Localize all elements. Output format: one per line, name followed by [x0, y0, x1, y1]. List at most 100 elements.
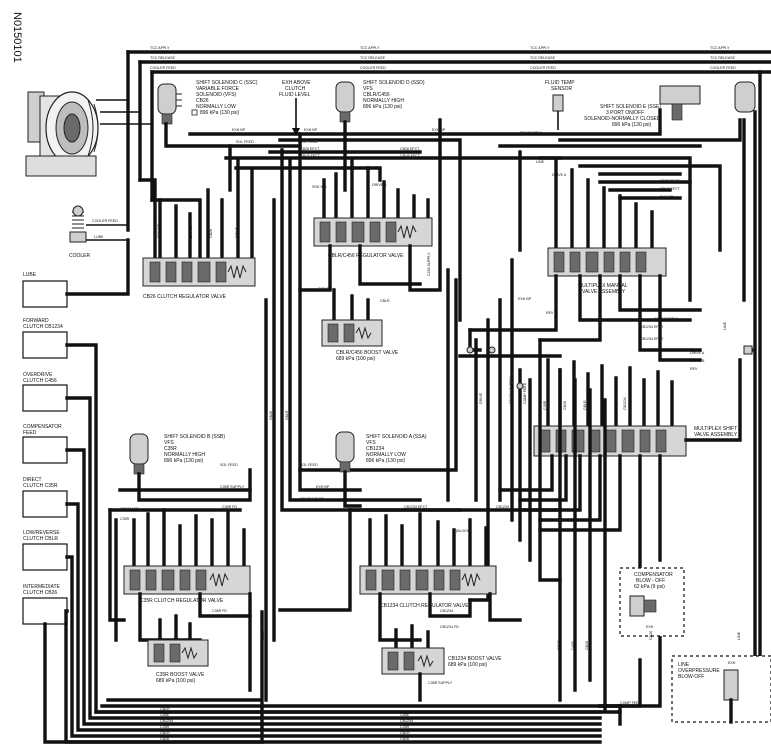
fluid-temp-sensor: FLUID TEMP SENSOR [545, 80, 575, 130]
line-blowoff-exh: EXH [728, 661, 736, 665]
bus-comp-feed: COMP FEED [620, 701, 642, 705]
cblr-drive-b: DRIVE B [372, 183, 387, 187]
cooler-feed-label-4: COOLER FEED [710, 66, 736, 70]
line-overpressure-blowoff: LINE OVERPRESSURE BLOW-OFF EXH [671, 655, 771, 724]
solenoid-b-label-5: 896 kPa (130 psi) [164, 458, 204, 464]
lube-small-label: LUBE [94, 235, 104, 239]
solenoid-a-label-1: SHIFT SOLENOID A (SSA) [366, 434, 427, 440]
manual-valve-label-1: MULTIPLEX MANUAL [578, 283, 628, 289]
label-cb1234-fd-2: CB1234 FD [440, 625, 459, 629]
cb1234-boost-label-1: CB1234 BOOST VALVE [448, 656, 502, 662]
cb1234-boost-valve: CB1234 BOOST VALVE 689 kPa (100 psi) [381, 624, 502, 702]
lube-box-label: LUBE [23, 272, 37, 278]
label-exh-bp-1: EXH BP [232, 128, 246, 132]
exh-above-clutch: EXH ABOVE CLUTCH FLUID LEVEL [279, 80, 311, 136]
cb1234-block: (BLOCK) [456, 529, 471, 533]
solenoid-a-label-3: CB1234 [366, 446, 384, 452]
label-cb1234-v: CB1234 [623, 397, 627, 410]
solenoid-a-sol-feed: SOL FEED [300, 463, 318, 467]
forward-clutch-label-1: FORWARD [23, 318, 49, 324]
torque-converter-illustration [25, 91, 152, 177]
label-cb1234-supply: CB1234 SUPPLY [509, 375, 513, 404]
cb26-regulator-label: CB26 CLUTCH REGULATOR VALVE [143, 294, 227, 300]
label-exh-bp-4: EXH BP [660, 195, 674, 199]
solenoid-b-label-1: SHIFT SOLENOID B (SSB) [164, 434, 225, 440]
cb1234-regulator-label: CB1234 CLUTCH REGULATOR VALVE [380, 603, 469, 609]
label-cblr-efct-2: CBLR EFCT [400, 154, 421, 158]
label-cblr-efct-3: CBLR EFCT [660, 187, 681, 191]
top-lines: TCC APPLY TCC RELEASE COOLER FEED TCC AP… [126, 46, 771, 232]
solenoid-d-label-4: NORMALLY HIGH [363, 98, 404, 104]
compensator-label-1: COMPENSATOR [634, 572, 673, 578]
intermediate-clutch-box: INTERMEDIATE CLUTCH CB26 [22, 584, 68, 625]
low-reverse-clutch-label-2: CLUTCH CBLR [23, 536, 58, 542]
line-blowoff-label-2: OVERPRESSURE [678, 668, 720, 674]
cooler-label: COOLER [69, 253, 91, 259]
cblr-boost-cblr: CBLR [380, 299, 390, 303]
compensator-feed-label-2: FEED [23, 430, 37, 436]
low-reverse-clutch-label-1: LOW/REVERSE [23, 530, 60, 536]
tcc-release-label-2: TCC RELEASE [360, 56, 386, 60]
mid-labels: EXH BP SOL FEED EXH BP EXH BP SOL FEED C… [120, 128, 741, 685]
label-cb1234-efct-2: CB1234 EFCT [640, 325, 664, 329]
clutch-boxes: LUBE FORWARD CLUTCH CB1234 OVERDRIVE CLU… [22, 272, 68, 625]
cooler-feed-label-2: COOLER FEED [360, 66, 386, 70]
label-line-v2: LINE [723, 321, 727, 330]
exh-above-label-2: CLUTCH [285, 86, 306, 92]
label-cb26-v2: CB26 [269, 411, 273, 420]
upper-manifold [138, 70, 762, 702]
bus-cblr: CBLR [160, 707, 170, 711]
solenoid-c-label-3: SOLENOID (VFS) [196, 92, 237, 98]
compensator-label-2: BLOW - OFF [636, 578, 665, 584]
tcc-release-label-3: TCC RELEASE [530, 56, 556, 60]
compensator-blowoff: COMPENSATOR BLOW - OFF 62 kPa (9 psi) EX… [619, 567, 685, 637]
manual-exh-bp: EXH BP [518, 297, 532, 301]
shift-valve-label-1: MULTIPLEX SHIFT [694, 426, 737, 432]
label-c35r-fd-2: C35R FD [212, 609, 227, 613]
direct-clutch-label-1: DIRECT [23, 477, 42, 483]
fluid-temp-label-2: SENSOR [551, 86, 573, 92]
tcc-release-label-1: TCC RELEASE [150, 56, 176, 60]
bus-cb26: CB26 [160, 737, 169, 741]
label-sol-feed-1: SOL FEED [236, 140, 254, 144]
cooler-feed-label-3: COOLER FEED [530, 66, 556, 70]
cblr-ssd-sig: SSD SIG [312, 185, 327, 189]
label-drive-b-2: DRIVE B [690, 359, 705, 363]
compensator-label-3: 62 kPa (9 psi) [634, 584, 665, 590]
exh-above-label-3: FLUID LEVEL [279, 92, 311, 98]
label-c35r-v: C35R [543, 400, 547, 410]
cblr-boost-ssd-sig: SSD SIG [318, 287, 333, 291]
manual-rev-supply: REV/SUPPLY [520, 131, 543, 135]
bus-c456-2: C456 [400, 713, 409, 717]
fluid-temp-label-1: FLUID TEMP [545, 80, 575, 86]
bus-cb26-2: CB26 [400, 737, 409, 741]
solenoid-a-label-5: 896 kPa (130 psi) [366, 458, 406, 464]
intermediate-clutch-label-1: INTERMEDIATE [23, 584, 61, 590]
cb26-ssc-sig: SSC SIG [157, 223, 161, 238]
cooler-feed-label-1: COOLER FEED [150, 66, 176, 70]
line-blowoff-label-3: BLOW-OFF [678, 674, 704, 680]
bus-cblr-2: CBLR [160, 731, 170, 735]
solenoid-e-label-1: SHIFT SOLENOID E (SSE) [600, 104, 661, 110]
solenoid-c: SHIFT SOLENOID C (SSC) VARIABLE FORCE SO… [157, 80, 258, 125]
cb26-regulator-valve: CB26 CLUTCH REGULATOR VALVE SSC SIG EXH … [142, 158, 256, 300]
label-cblr-v: CBLR [583, 400, 587, 410]
solenoid-e-label-3: SOLENOID-NORMALLY CLOSED [584, 116, 661, 122]
manual-valve-label-2: VALVE ASSEMBLY [582, 289, 626, 295]
shift-valve-assembly: MULTIPLEX SHIFT VALVE ASSEMBLY [498, 358, 742, 602]
solenoid-b-label-3: C35R [164, 446, 177, 452]
label-c35r-supply-3: C35R SUPPLY [428, 681, 453, 685]
cblr-regulator-label: CBLR/C456 REGULATOR VALVE [328, 253, 404, 259]
c35r-regulator-valve: C35R CLUTCH REGULATOR VALVE C35R SUPPLY … [108, 485, 252, 692]
solenoid-c-body [157, 83, 177, 115]
label-cb26-v: CB26 [563, 401, 567, 410]
c35r-regulator-label: C35R CLUTCH REGULATOR VALVE [140, 598, 224, 604]
cb1234-efct: CB1234 EFCT [404, 505, 428, 509]
cblr-c456-supply: C456 SUPPLY [427, 252, 431, 276]
solenoid-e-label-4: 896 kPa (130 psi) [612, 122, 652, 128]
label-c35r-v2: C35R [261, 630, 265, 640]
solenoid-b-label-2: VFS [164, 440, 174, 446]
c35r-boost-valve: C35R BOOST VALVE 689 kPa (100 psi) [147, 614, 209, 684]
tcc-apply-label-2: TCC APPLY [360, 46, 380, 50]
